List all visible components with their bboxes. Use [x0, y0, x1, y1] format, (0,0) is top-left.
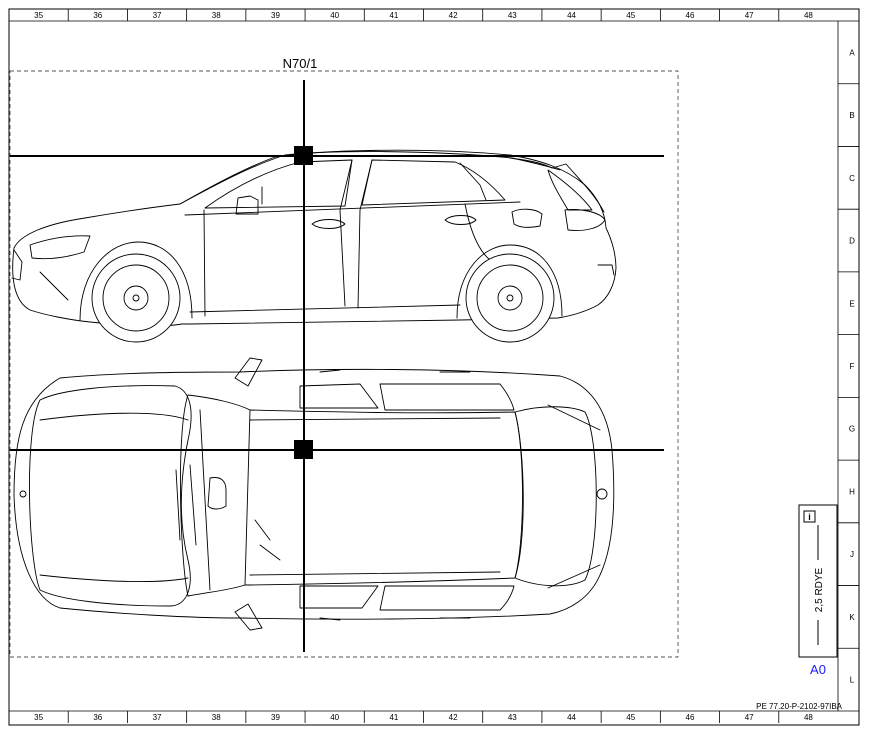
column-label-37: 37 — [153, 713, 162, 722]
column-label-48: 48 — [804, 713, 813, 722]
column-label-47: 47 — [745, 11, 754, 20]
marker-top-view — [294, 440, 313, 459]
column-label-47: 47 — [745, 713, 754, 722]
column-label-35: 35 — [34, 11, 43, 20]
car-side-view — [11, 149, 617, 343]
row-label-F: F — [850, 362, 855, 371]
wire-spec: 2,5 RDYE — [814, 567, 825, 612]
row-label-J: J — [850, 550, 854, 559]
wire-legend: i 2,5 RDYE A0 — [798, 504, 838, 677]
document-id: PE 77.20-P-2102-97IBA — [756, 702, 842, 711]
column-label-39: 39 — [271, 713, 280, 722]
component-label: N70/1 — [283, 56, 318, 71]
column-label-44: 44 — [567, 713, 576, 722]
car-top-view — [13, 357, 615, 631]
sheet-frame — [8, 8, 860, 726]
location-boundary — [9, 70, 679, 658]
column-label-43: 43 — [508, 11, 517, 20]
column-label-46: 46 — [686, 713, 695, 722]
column-label-46: 46 — [686, 11, 695, 20]
marker-side-view — [294, 146, 313, 165]
column-label-48: 48 — [804, 11, 813, 20]
row-label-D: D — [849, 237, 855, 246]
column-label-36: 36 — [93, 713, 102, 722]
row-label-K: K — [849, 613, 855, 622]
column-label-43: 43 — [508, 713, 517, 722]
info-icon[interactable]: i — [803, 510, 816, 523]
row-label-C: C — [849, 174, 855, 183]
connector-reference[interactable]: A0 — [810, 662, 826, 677]
column-label-38: 38 — [212, 11, 221, 20]
column-label-35: 35 — [34, 713, 43, 722]
row-label-G: G — [849, 425, 855, 434]
row-label-B: B — [849, 111, 854, 120]
column-label-37: 37 — [153, 11, 162, 20]
column-label-40: 40 — [330, 713, 339, 722]
column-label-42: 42 — [449, 11, 458, 20]
column-label-41: 41 — [389, 713, 398, 722]
column-label-44: 44 — [567, 11, 576, 20]
column-ruler-bottom: 35 36 37 38 39 40 41 42 43 44 45 46 47 48 — [34, 711, 813, 723]
column-ruler-top: 35 36 37 38 39 40 41 42 43 44 45 46 47 48 — [34, 9, 813, 21]
row-label-E: E — [849, 299, 854, 308]
row-label-A: A — [849, 48, 855, 57]
row-label-H: H — [849, 487, 855, 496]
column-label-45: 45 — [626, 11, 635, 20]
column-label-39: 39 — [271, 11, 280, 20]
column-label-40: 40 — [330, 11, 339, 20]
row-ruler-right: A B C D E F G H J K L — [838, 48, 859, 685]
column-label-36: 36 — [93, 11, 102, 20]
component-position-marker — [10, 80, 664, 652]
column-label-38: 38 — [212, 713, 221, 722]
column-label-45: 45 — [626, 713, 635, 722]
svg-text:i: i — [808, 512, 811, 522]
row-label-L: L — [850, 676, 855, 685]
column-label-42: 42 — [449, 713, 458, 722]
column-label-41: 41 — [389, 11, 398, 20]
